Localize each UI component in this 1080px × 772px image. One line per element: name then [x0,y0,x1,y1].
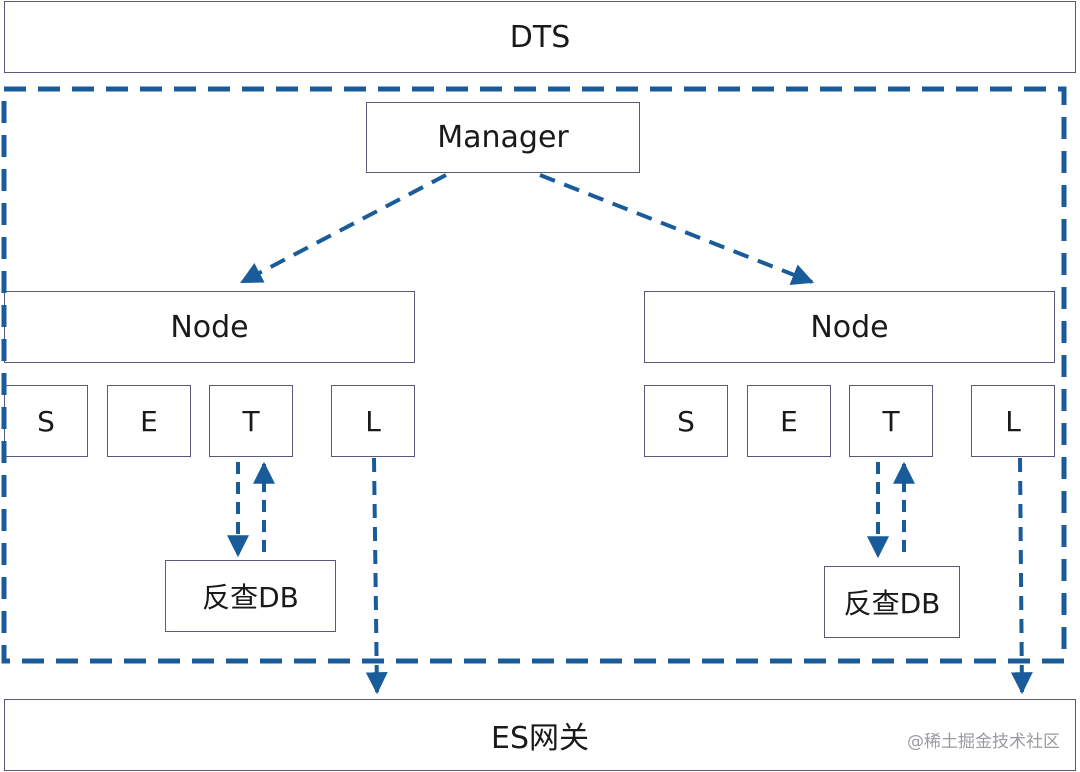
arrow-manager-to-left-node [240,173,447,284]
step-e-left: E [107,385,191,457]
process-boundary [1,86,1067,664]
reverse-db-label-left: 反查DB [202,581,299,614]
node-box-left: Node [4,291,415,363]
manager-label: Manager [437,120,569,155]
step-l-right: L [971,385,1055,457]
step-e-right-label: E [780,404,798,438]
reverse-db-box-left: 反查DB [165,560,336,632]
arrow-manager-to-right-node [539,173,815,285]
reverse-db-box-right: 反查DB [824,566,960,638]
step-t-right-label: T [882,404,900,438]
watermark-text: @稀土掘金技术社区 [907,732,1060,752]
step-l-left-label: L [365,404,381,438]
step-t-right: T [849,385,933,457]
node-label-right: Node [810,309,889,345]
step-e-right: E [747,385,831,457]
dts-label: DTS [509,19,571,55]
step-l-left: L [331,385,415,457]
es-gateway-box: ES网关 [4,699,1076,771]
node-box-right: Node [644,291,1055,363]
dts-box: DTS [4,1,1076,73]
arrow-left-l-to-gateway [365,457,388,695]
step-l-right-label: L [1005,404,1021,438]
step-t-left: T [209,385,293,457]
step-s-right: S [644,385,728,457]
step-s-right-label: S [677,404,695,438]
step-e-left-label: E [140,404,158,438]
reverse-db-label-right: 反查DB [843,587,941,620]
es-gateway-label: ES网关 [491,721,589,756]
node-label-left: Node [170,309,249,345]
manager-box: Manager [366,102,640,173]
step-t-left-label: T [242,404,260,438]
arrow-right-l-to-gateway [1010,457,1033,695]
step-s-left-label: S [37,404,55,438]
